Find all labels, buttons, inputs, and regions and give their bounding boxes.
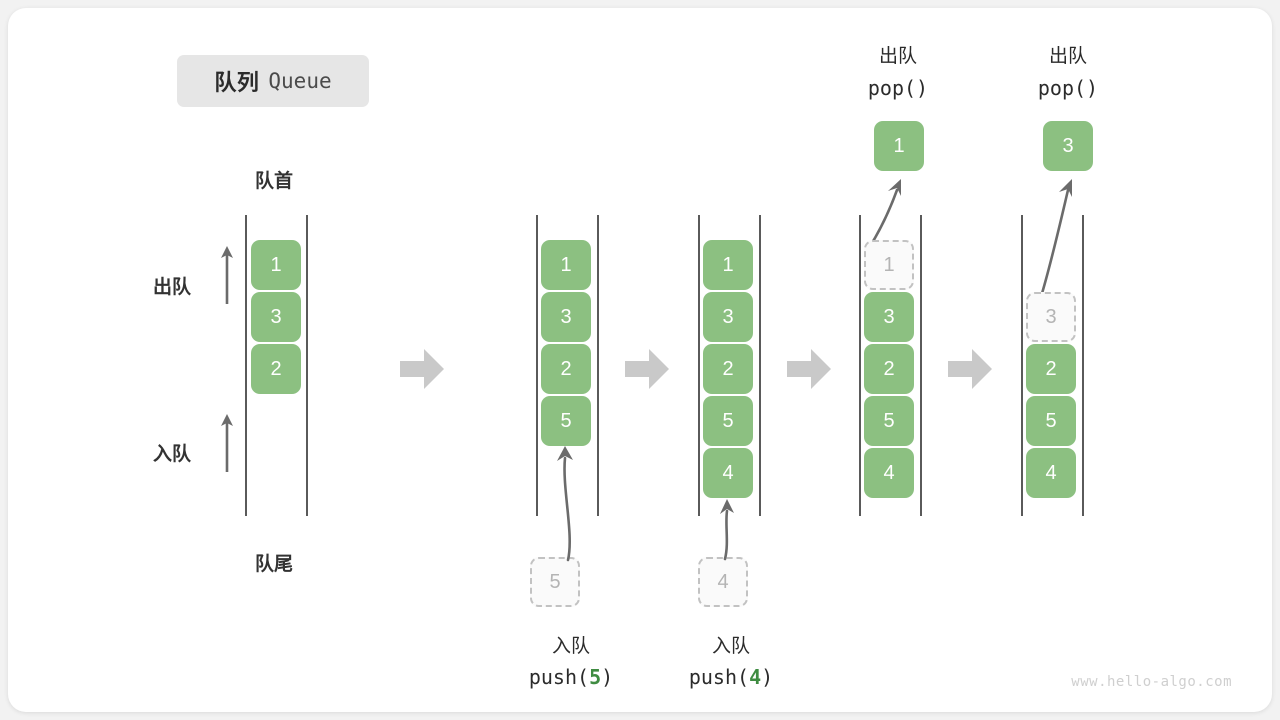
queue-front-label: 队首 xyxy=(254,171,294,192)
operation-arg: 5 xyxy=(589,665,602,689)
operation-label-code: push(5) xyxy=(528,665,614,689)
dequeue-direction-label: 出队 xyxy=(153,277,192,298)
step-arrow-icon xyxy=(948,349,992,389)
operation-arg: 4 xyxy=(749,665,762,689)
enqueue-arrow-icon xyxy=(548,442,596,564)
queue-cell: 3 xyxy=(703,292,753,342)
rail-left xyxy=(698,215,700,516)
queue-cell: 3 xyxy=(864,292,914,342)
enqueue-direction-label: 入队 xyxy=(153,444,192,465)
queue-cell: 5 xyxy=(864,396,914,446)
queue-cell: 4 xyxy=(1026,448,1076,498)
operation-label-code: push(4) xyxy=(688,665,774,689)
queue-cell-new: 5 xyxy=(541,396,591,446)
operation-label-cn: 入队 xyxy=(551,636,591,657)
rail-left xyxy=(859,215,861,516)
queue-cell: 2 xyxy=(864,344,914,394)
step-arrow-icon xyxy=(625,349,669,389)
title-chinese: 队列 xyxy=(214,70,260,95)
rail-right xyxy=(597,215,599,516)
queue-cell: 1 xyxy=(541,240,591,290)
queue-cell: 4 xyxy=(864,448,914,498)
title-english: Queue xyxy=(268,69,332,93)
operation-label-cn: 出队 xyxy=(1048,46,1088,67)
popped-cell: 1 xyxy=(874,121,924,171)
queue-cell: 5 xyxy=(703,396,753,446)
queue-cell: 5 xyxy=(1026,396,1076,446)
operation-label-cn: 入队 xyxy=(711,636,751,657)
rail-left xyxy=(1021,215,1023,516)
queue-cell: 3 xyxy=(541,292,591,342)
title-badge: 队列 Queue xyxy=(177,55,369,107)
diagram-card: 队列 Queue 队首 队尾 出队 入队 1 3 xyxy=(8,8,1272,712)
popped-cell: 3 xyxy=(1043,121,1093,171)
incoming-ghost-cell: 5 xyxy=(530,557,580,607)
queue-cell: 1 xyxy=(703,240,753,290)
rail-right xyxy=(759,215,761,516)
operation-label-code: pop() xyxy=(867,76,929,100)
queue-cell-removed: 1 xyxy=(864,240,914,290)
rail-left xyxy=(245,215,247,516)
rail-right xyxy=(920,215,922,516)
queue-rear-label: 队尾 xyxy=(254,554,294,575)
rail-right xyxy=(1082,215,1084,516)
step-arrow-icon xyxy=(787,349,831,389)
enqueue-arrow-icon xyxy=(708,495,748,563)
operation-label-code: pop() xyxy=(1037,76,1099,100)
dequeue-arrow-icon xyxy=(1018,176,1088,304)
watermark: www.hello-algo.com xyxy=(1071,674,1232,690)
queue-cell-removed: 3 xyxy=(1026,292,1076,342)
dequeue-direction-arrow-icon xyxy=(215,244,239,306)
step-arrow-icon xyxy=(400,349,444,389)
queue-cell: 2 xyxy=(1026,344,1076,394)
rail-right xyxy=(306,215,308,516)
queue-cell: 2 xyxy=(251,344,301,394)
queue-cell: 2 xyxy=(541,344,591,394)
rail-left xyxy=(536,215,538,516)
queue-cell: 3 xyxy=(251,292,301,342)
enqueue-direction-arrow-icon xyxy=(215,412,239,474)
queue-cell: 2 xyxy=(703,344,753,394)
incoming-ghost-cell: 4 xyxy=(698,557,748,607)
queue-cell-new: 4 xyxy=(703,448,753,498)
operation-label-cn: 出队 xyxy=(878,46,918,67)
queue-cell: 1 xyxy=(251,240,301,290)
